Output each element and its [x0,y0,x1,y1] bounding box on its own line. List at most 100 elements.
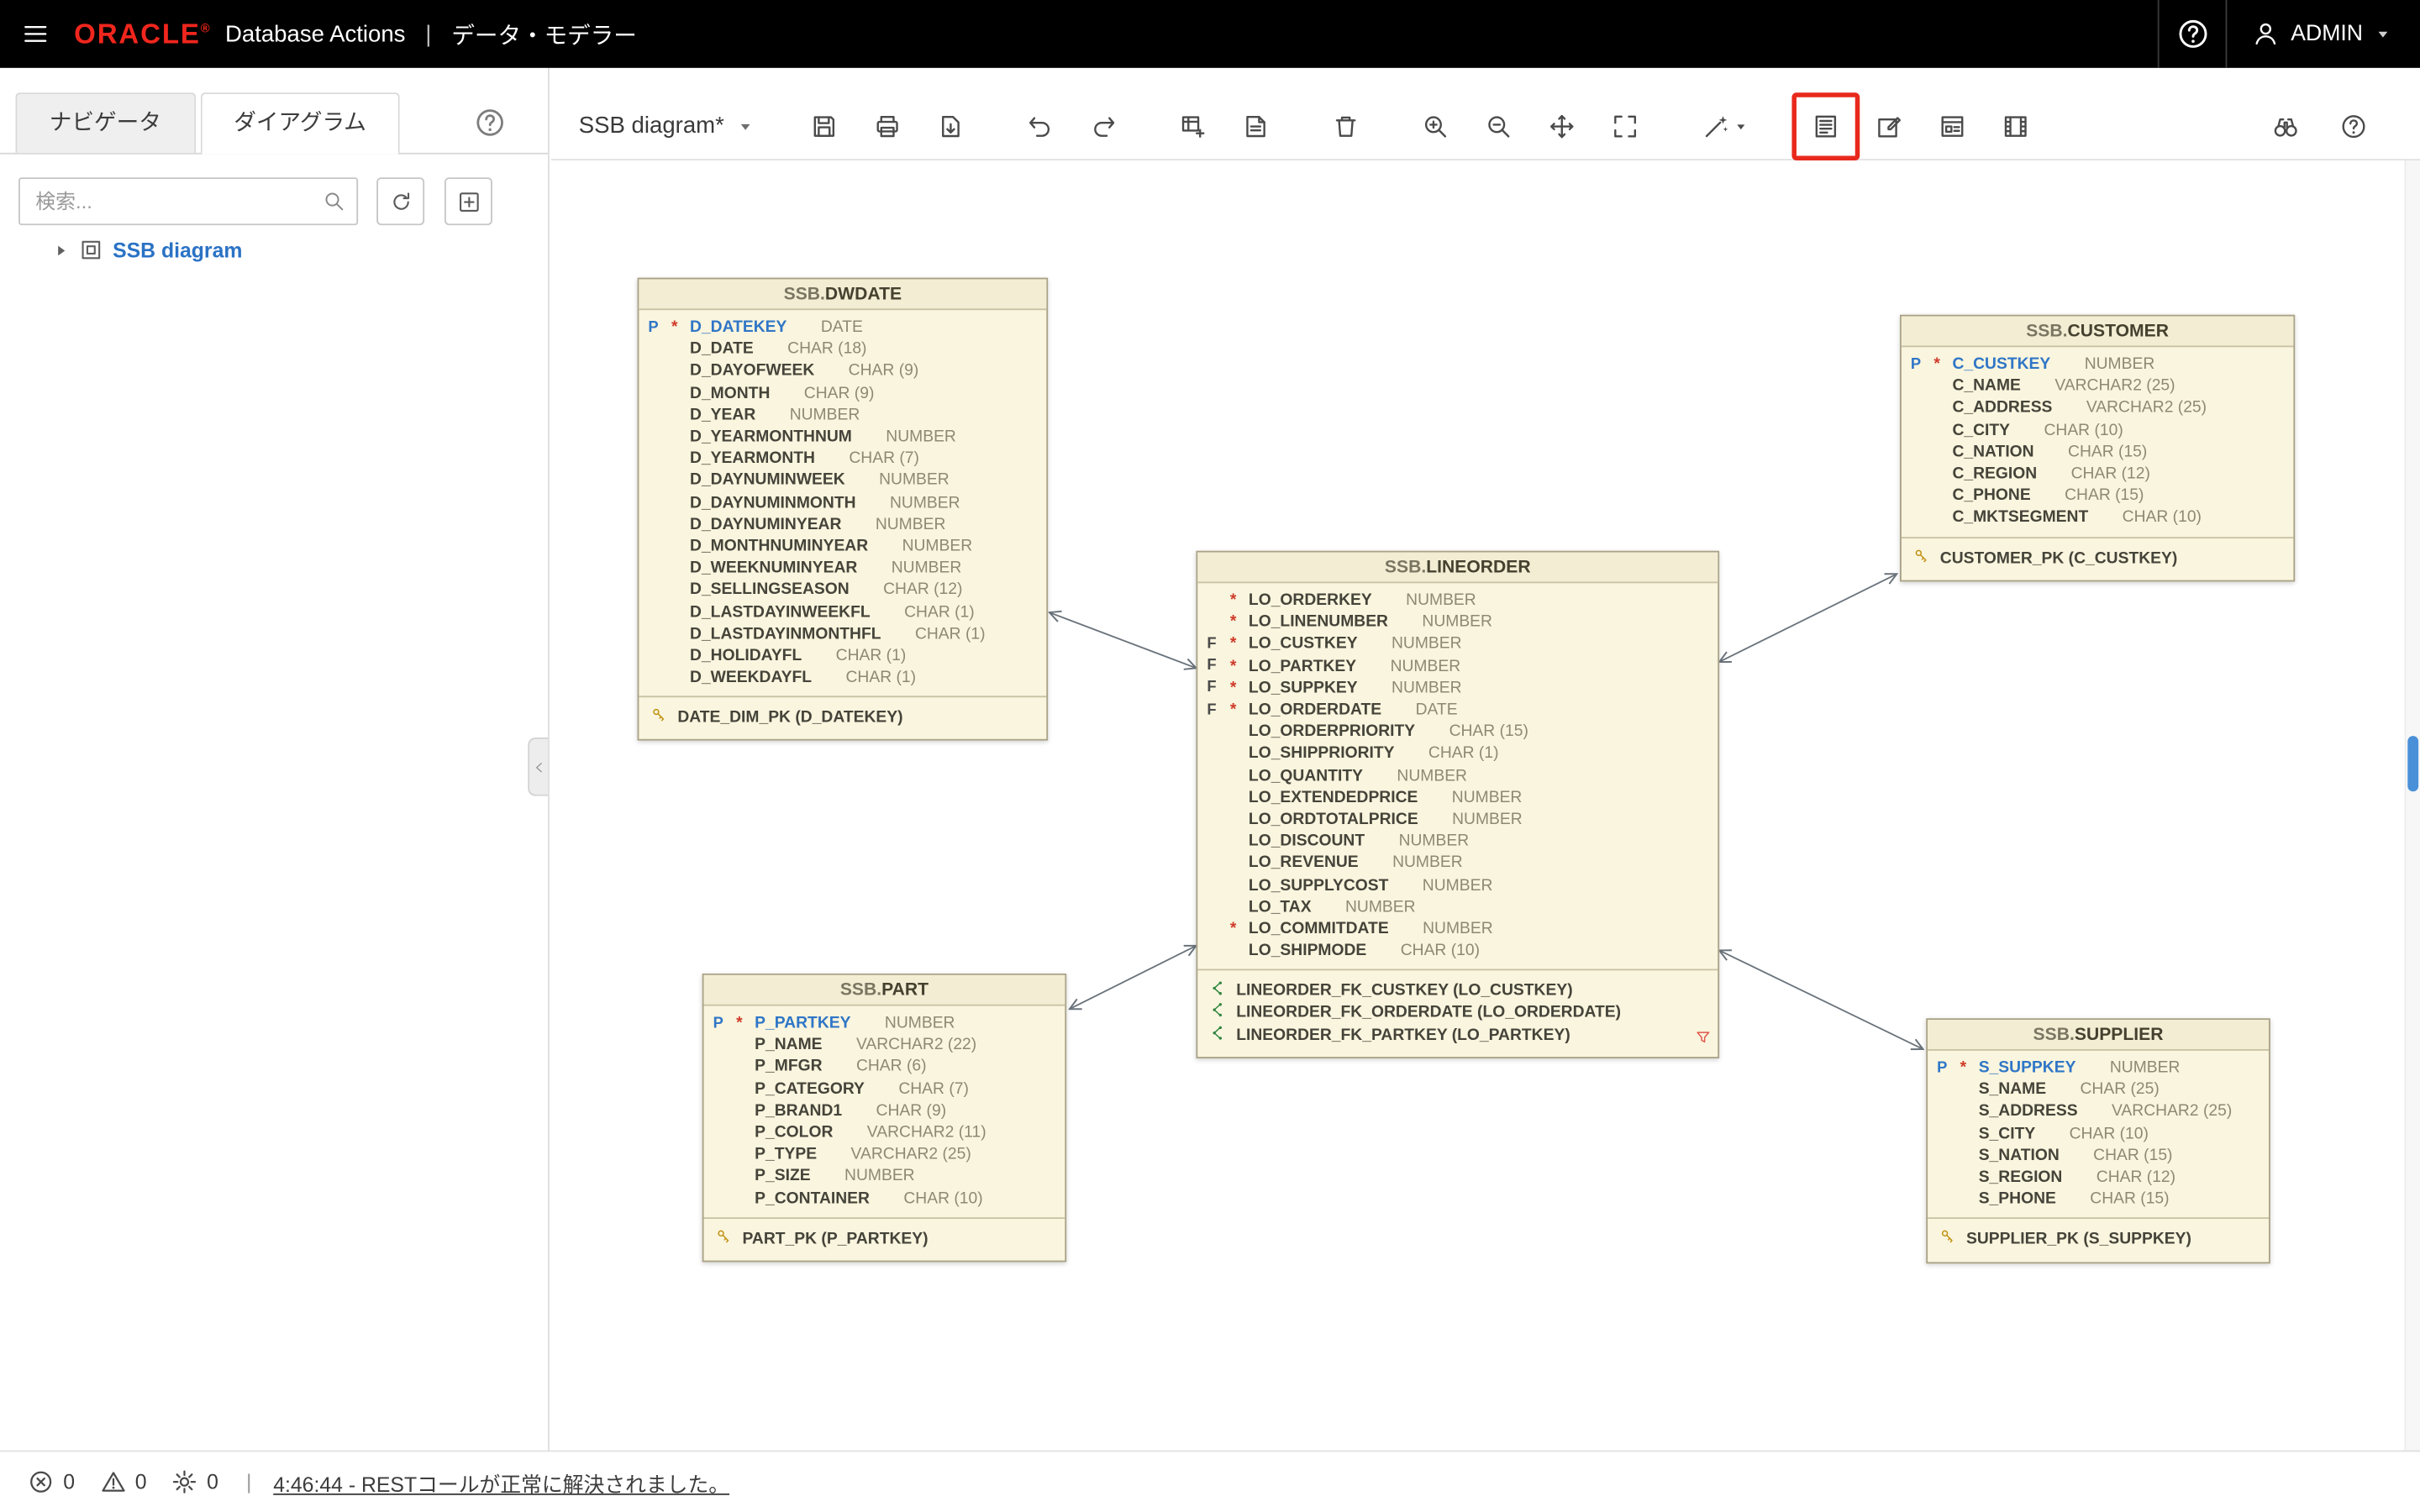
search-input[interactable] [18,177,359,226]
tab-diagram[interactable]: ダイアグラム [199,92,401,155]
primary-key-row[interactable]: DATE_DIM_PK (D_DATEKEY) [651,707,1034,729]
menu-icon[interactable] [22,20,50,48]
scrollbar-thumb[interactable] [2407,736,2419,792]
foreign-key-row[interactable]: LINEORDER_FK_PARTKEY (LO_PARTKEY) [1210,1024,1706,1046]
process-counter[interactable]: 0 [171,1469,218,1495]
foreign-key-row[interactable]: LINEORDER_FK_CUSTKEY (LO_CUSTKEY) [1210,980,1706,1002]
add-object-button[interactable] [1167,99,1219,151]
error-counter[interactable]: 0 [28,1469,75,1495]
diagram-report-button[interactable] [1927,99,1979,151]
print-button[interactable] [861,99,913,151]
pan-button[interactable] [1536,99,1588,151]
gallery-button[interactable] [1990,99,2042,151]
save-button[interactable] [798,99,850,151]
delete-button[interactable] [1320,99,1372,151]
create-object-button[interactable] [1230,99,1282,151]
ddl-preview-button[interactable] [1800,99,1852,151]
primary-key-row[interactable]: SUPPLIER_PK (S_SUPPKEY) [1940,1229,2257,1251]
auto-layout-button[interactable] [1689,99,1763,151]
global-help-button[interactable] [2158,0,2226,68]
toolbar-help-button[interactable] [2328,99,2380,151]
foreign-key-row[interactable]: LINEORDER_FK_ORDERDATE (LO_ORDERDATE) [1210,1002,1706,1024]
diagram-selector[interactable]: SSB diagram* [572,113,760,139]
zoom-out-button[interactable] [1473,99,1525,151]
refresh-button[interactable] [376,177,425,226]
redo-button[interactable] [1077,99,1129,151]
panel-collapse-handle[interactable] [528,737,549,796]
user-menu[interactable]: ADMIN [2226,0,2420,68]
sidebar-help-icon[interactable] [471,103,508,140]
primary-key-row[interactable]: CUSTOMER_PK (C_CUSTKEY) [1914,547,2281,569]
new-diagram-button[interactable] [444,177,492,226]
fit-screen-button[interactable] [1599,99,1651,151]
zoom-in-button[interactable] [1409,99,1461,151]
expand-arrow-icon[interactable] [52,241,69,258]
tree-item-ssb-diagram[interactable]: SSB diagram [0,228,548,271]
filter-icon[interactable] [1695,1026,1712,1053]
warning-counter[interactable]: 0 [99,1469,147,1495]
find-button[interactable] [2260,99,2312,151]
tab-navigator[interactable]: ナビゲータ [15,92,196,153]
edit-properties-button[interactable] [1863,99,1915,151]
